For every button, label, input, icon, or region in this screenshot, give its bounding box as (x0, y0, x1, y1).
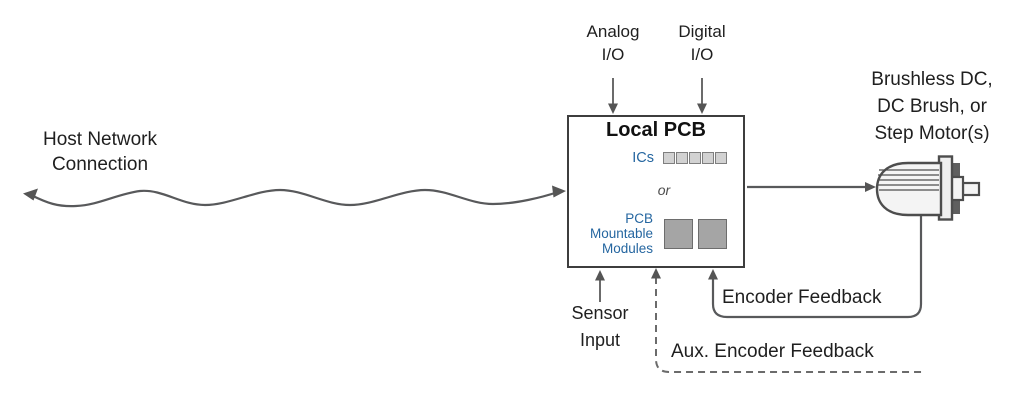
motor-icon (875, 155, 981, 221)
ics-row: ICs (632, 150, 727, 166)
wavy-right-arrowhead (552, 185, 566, 198)
wavy-double-arrow-icon (23, 185, 566, 208)
digital-label-line1: Digital (678, 22, 726, 41)
motor-shaft-thin (961, 181, 981, 197)
modules-label-line1: PCB (625, 211, 653, 226)
motor-bottom-bump (952, 200, 960, 214)
modules-row: PCB Mountable Modules (590, 211, 727, 256)
ic-chip-square (689, 152, 701, 164)
aux-encoder-feedback-label: Aux. Encoder Feedback (671, 341, 874, 362)
motor-types-label: Brushless DC, DC Brush, or Step Motor(s) (842, 66, 1022, 147)
wavy-left-arrowhead (23, 188, 38, 201)
host-network-connection-label: Host Network Connection (18, 127, 182, 177)
ic-chip-square (715, 152, 727, 164)
modules-label-line2: Mountable (589, 226, 653, 241)
host-label-line1: Host Network (42, 129, 158, 150)
ic-chip-square (676, 152, 688, 164)
digital-io-arrow (697, 78, 707, 114)
module-square (664, 218, 693, 249)
pcb-mountable-modules-label: PCB Mountable Modules (590, 211, 653, 256)
motor-body (875, 161, 943, 217)
motor-label-line2: DC Brush, or (877, 96, 987, 117)
analog-label-line1: Analog (586, 22, 640, 41)
motor-top-bump (952, 163, 960, 177)
encoder-feedback-path (708, 216, 923, 319)
digital-io-label: Digital I/O (657, 20, 747, 66)
modules-label-line3: Modules (601, 241, 653, 256)
sensor-input-arrow (595, 270, 605, 302)
pcb-to-motor-arrow (747, 182, 876, 192)
motor-fins (878, 169, 939, 191)
analog-io-label: Analog I/O (568, 20, 658, 66)
digital-label-line2: I/O (690, 45, 714, 64)
sensor-label-line1: Sensor (571, 303, 629, 323)
analog-label-line2: I/O (601, 45, 625, 64)
host-label-line2: Connection (51, 154, 149, 175)
sensor-input-label: Sensor Input (555, 300, 645, 354)
motor-label-line1: Brushless DC, (871, 69, 993, 90)
ic-chip-squares (663, 152, 727, 164)
motor-label-line3: Step Motor(s) (874, 123, 990, 144)
ic-chip-square (663, 152, 675, 164)
ics-label: ICs (632, 150, 654, 166)
module-square (698, 218, 727, 249)
encoder-feedback-label: Encoder Feedback (722, 287, 882, 308)
ic-chip-square (702, 152, 714, 164)
local-pcb-box: Local PCB ICs or PCB Mountable Modules (567, 115, 745, 268)
module-squares (664, 218, 727, 249)
local-pcb-title: Local PCB (605, 119, 707, 141)
or-label: or (657, 182, 671, 198)
analog-io-arrow (608, 78, 618, 114)
wavy-line (30, 188, 559, 208)
sensor-label-line2: Input (579, 330, 621, 350)
aux-encoder-feedback-path (651, 268, 922, 373)
